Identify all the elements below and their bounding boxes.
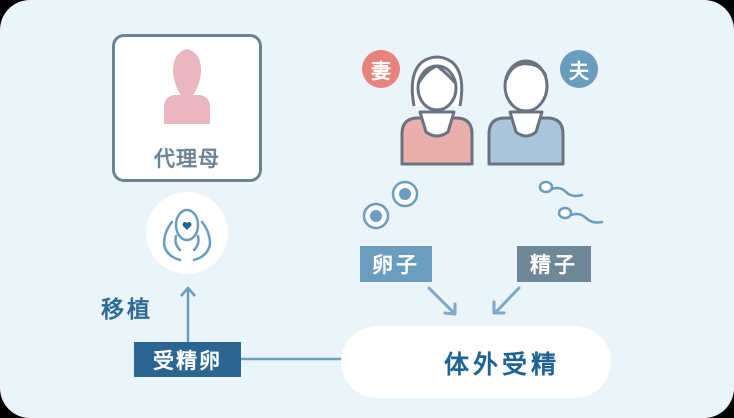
wife-badge: 妻 (362, 50, 400, 88)
woman-icon (400, 55, 474, 166)
sperm-icon (538, 180, 604, 224)
egg-arrow-line (427, 286, 454, 313)
transfer-label: 移植 (101, 297, 153, 323)
egg-cell-icon (362, 180, 419, 230)
ivf-pill (341, 326, 611, 398)
woman-silhouette-icon (164, 49, 210, 124)
sperm-tag: 精子 (517, 246, 591, 282)
sperm-arrow-line (495, 286, 521, 313)
surrogate-label: 代理母 (154, 147, 220, 171)
egg-arrow-head (443, 302, 457, 316)
husband-badge: 夫 (560, 50, 598, 88)
embryo-tag: 受精卵 (134, 342, 241, 377)
egg-in-hands-icon (146, 192, 228, 274)
ivf-label: 体外受精 (444, 350, 561, 379)
surrogate-card: 代理母 (112, 34, 262, 182)
egg-tag: 卵子 (360, 246, 432, 282)
sperm-arrow-head (492, 300, 506, 315)
transfer-arrow-head (180, 286, 196, 297)
man-icon (487, 59, 565, 166)
